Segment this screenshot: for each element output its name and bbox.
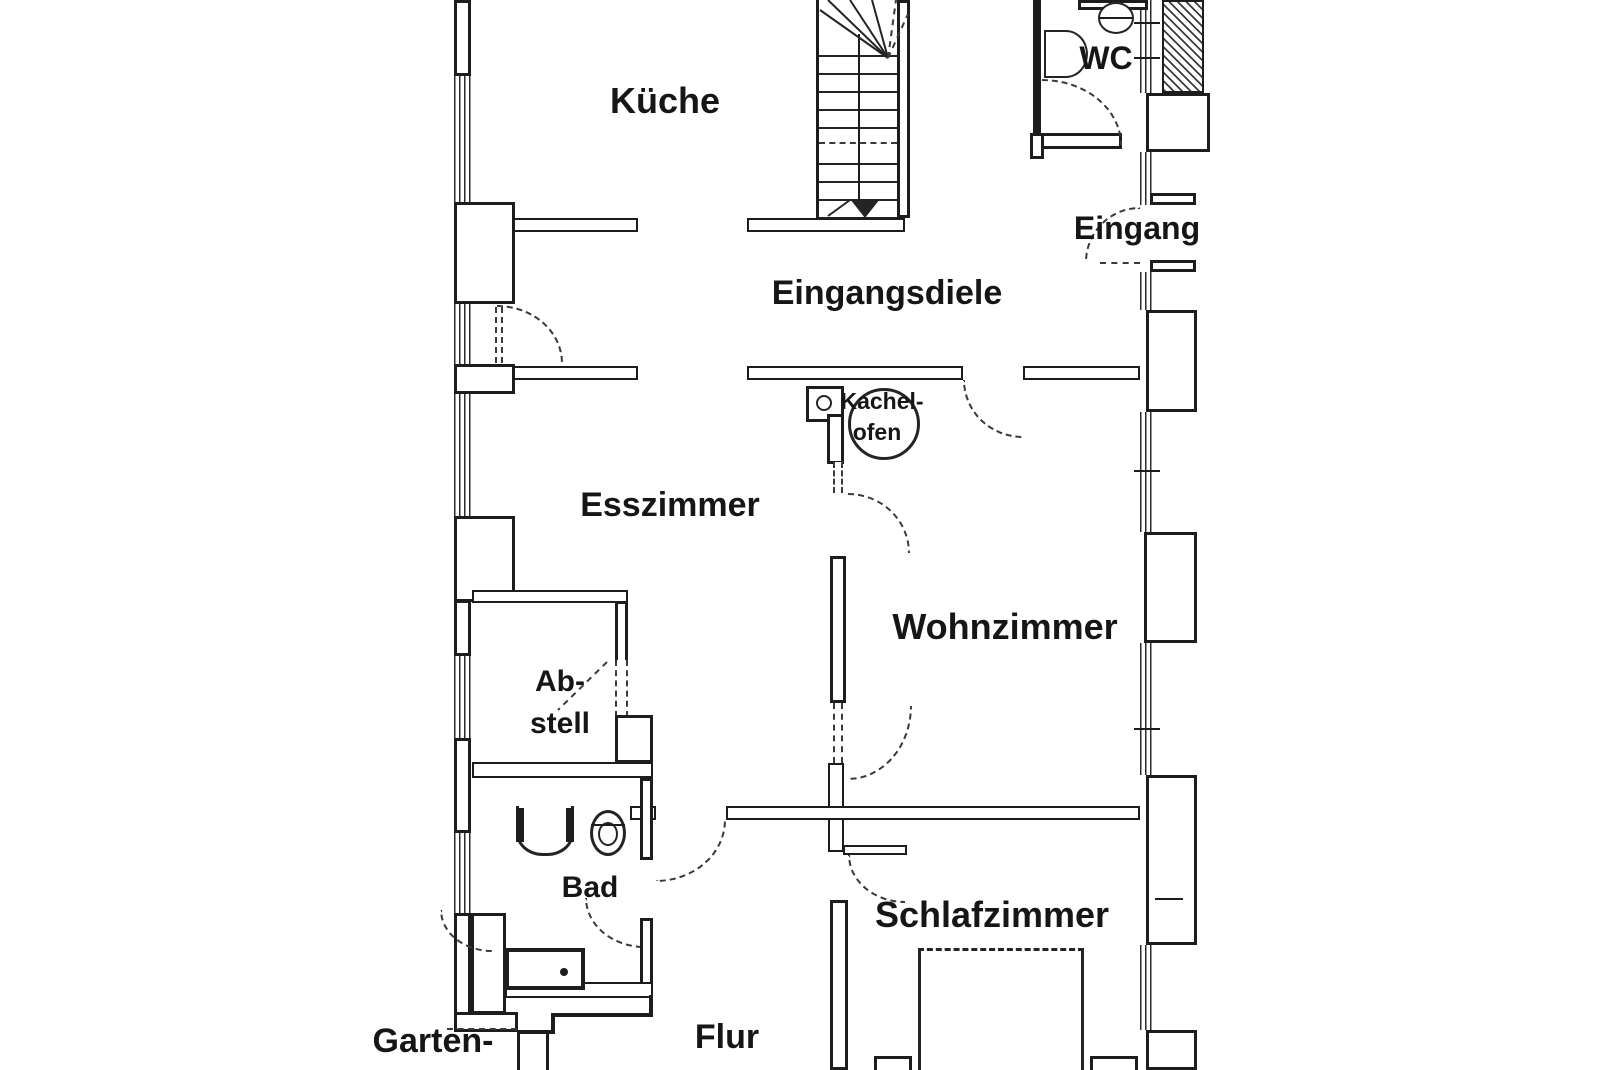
room-label-bad: Bad xyxy=(561,871,619,904)
wall xyxy=(513,218,638,232)
nightstand xyxy=(1090,1056,1138,1070)
building-edge xyxy=(551,1013,555,1033)
stove-label-line2: ofen xyxy=(852,419,902,445)
room-label-abstell-line1: Ab- xyxy=(535,665,585,698)
wall xyxy=(615,715,653,763)
window-tick xyxy=(1134,728,1160,730)
nightstand xyxy=(874,1056,912,1070)
stair-direction-arrow xyxy=(850,199,880,218)
wall xyxy=(828,818,844,852)
chimney-block xyxy=(1144,532,1197,643)
chimney-block xyxy=(1146,93,1210,152)
stair-left-wall xyxy=(816,0,819,218)
room-label-wohnzimmer: Wohnzimmer xyxy=(892,606,1118,647)
room-label-schlafzimmer: Schlafzimmer xyxy=(874,894,1110,935)
wall xyxy=(1023,366,1140,380)
wall xyxy=(747,366,963,380)
wc-wall xyxy=(1030,133,1044,159)
chimney-hatched xyxy=(1162,0,1204,93)
partition-wall xyxy=(830,556,846,703)
sink-side xyxy=(566,808,574,842)
wall xyxy=(747,218,905,232)
room-label-esszimmer: Esszimmer xyxy=(580,486,760,524)
toilet-bowl xyxy=(598,822,618,846)
toilet-seat-line xyxy=(1100,17,1132,19)
wc-wall xyxy=(1033,0,1041,147)
garden-step-line xyxy=(517,1032,520,1070)
window xyxy=(454,833,471,913)
window xyxy=(454,394,471,516)
bed-icon xyxy=(918,948,1084,1070)
window xyxy=(454,304,471,364)
sink-icon xyxy=(1044,30,1088,78)
stair-walk-line xyxy=(858,34,860,200)
wall xyxy=(454,738,471,833)
wall xyxy=(1146,1030,1197,1070)
chimney-block xyxy=(1146,310,1197,412)
tiled-stove-icon xyxy=(848,388,920,460)
window xyxy=(1140,945,1154,1030)
wall xyxy=(1146,775,1197,945)
wall xyxy=(454,0,471,76)
garden-step-line xyxy=(546,1032,549,1070)
window xyxy=(454,76,471,202)
garden-overhang-dashed-line xyxy=(447,1028,517,1030)
window-tick xyxy=(1134,57,1160,59)
window-tick xyxy=(1134,470,1160,472)
room-label-abstell-line2: stell xyxy=(529,707,591,740)
wall xyxy=(472,762,653,778)
window xyxy=(454,656,471,738)
shower-drain xyxy=(560,968,568,976)
bedroom-door-stub-wall xyxy=(843,845,907,855)
window xyxy=(1140,152,1154,205)
wall xyxy=(513,366,638,380)
wall xyxy=(454,202,515,304)
wall-tick xyxy=(1155,898,1183,900)
building-edge xyxy=(649,995,653,1017)
window xyxy=(1140,272,1154,310)
wall xyxy=(472,590,628,603)
wall xyxy=(454,600,471,656)
toilet-icon xyxy=(590,810,626,856)
wall xyxy=(454,364,515,394)
window-tick xyxy=(1134,22,1160,24)
sink-side xyxy=(516,808,524,842)
room-label-eingang: Eingang xyxy=(1073,210,1201,246)
bathroom-wall xyxy=(640,778,653,860)
toilet-seat-line xyxy=(591,824,625,826)
entrance-sill xyxy=(1150,193,1196,205)
bedroom-wall xyxy=(830,900,848,1070)
room-label-garten: Garten- xyxy=(372,1022,494,1060)
stair-right-wall xyxy=(897,0,910,218)
door-jamb-dashed xyxy=(833,703,843,763)
building-edge xyxy=(517,1030,555,1034)
kitchen-door-leaf xyxy=(495,307,503,363)
entrance-door-leaf xyxy=(1100,262,1140,264)
wall xyxy=(454,1012,518,1032)
stove-box-circle xyxy=(816,395,832,411)
window xyxy=(1140,412,1154,532)
room-label-eingangsdiele: Eingangsdiele xyxy=(771,274,1003,312)
shower-icon xyxy=(505,948,585,990)
window xyxy=(1140,643,1154,775)
room-label-wc: WC xyxy=(1079,40,1133,76)
room-label-kueche: Küche xyxy=(609,80,721,121)
room-label-flur: Flur xyxy=(694,1018,760,1056)
building-edge xyxy=(551,1013,653,1017)
door-jamb-dashed xyxy=(833,462,843,493)
entrance-sill xyxy=(1150,260,1196,272)
wall xyxy=(726,806,1140,820)
storage-door-opening xyxy=(615,660,628,717)
stove-label-line1: Kachel- xyxy=(840,388,924,414)
